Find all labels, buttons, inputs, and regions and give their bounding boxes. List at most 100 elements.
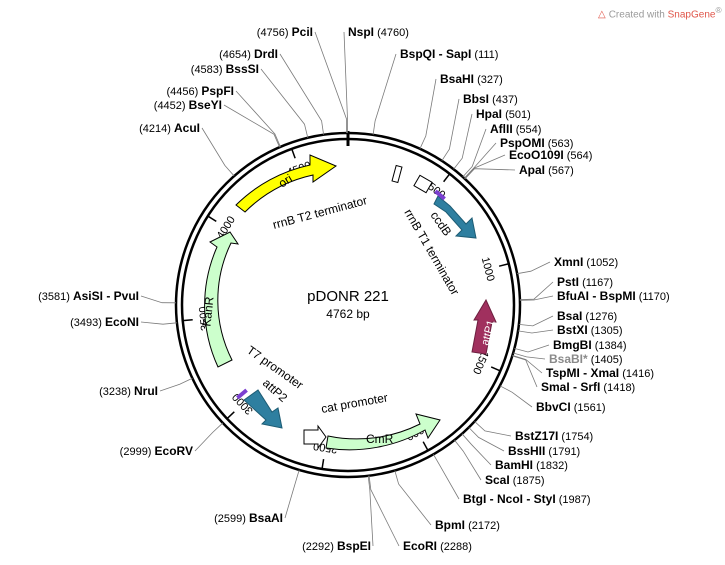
site-leader-line	[394, 470, 432, 526]
site-leader-line	[464, 168, 516, 180]
site-name: NruI	[134, 384, 158, 398]
site-name: BssHII	[508, 444, 545, 458]
site-leader-line	[454, 439, 482, 481]
site-leader-line	[140, 295, 177, 304]
site-leader-line	[159, 377, 193, 392]
site-label: HpaI (501)	[476, 107, 531, 121]
site-leader-line	[194, 422, 224, 452]
site-label: AflII (554)	[490, 122, 541, 136]
site-leader-line	[468, 427, 505, 452]
site-position: (1418)	[603, 382, 635, 394]
site-position: (3581)	[38, 291, 70, 303]
site-name: BsaI	[557, 309, 582, 323]
site-leader-line	[464, 154, 506, 179]
tick-line	[443, 173, 451, 183]
site-label: ScaI (1875)	[485, 473, 545, 487]
tick-line	[226, 411, 235, 420]
site-leader-line	[518, 315, 554, 327]
site-leader-line	[519, 295, 554, 301]
site-leader-line	[441, 98, 460, 162]
site-position: (1052)	[586, 257, 618, 269]
site-position: (3238)	[99, 386, 131, 398]
site-leader-line	[519, 281, 554, 301]
backbone-inner-ring	[180, 137, 516, 473]
snapgene-watermark: △Created with SnapGene®	[598, 5, 722, 20]
site-position: (4654)	[219, 49, 251, 61]
site-leader-line	[372, 53, 397, 135]
site-label: EcoRI (2288)	[403, 539, 472, 553]
site-name: BsaHI	[440, 72, 474, 86]
site-name: BsaAI	[249, 511, 283, 525]
site-name: XmnI	[554, 255, 583, 269]
site-position: (1276)	[585, 311, 617, 323]
ccdb-arrow	[471, 298, 497, 355]
site-label: (4214) AcuI	[139, 121, 200, 135]
site-label: NspI (4760)	[348, 25, 409, 39]
site-name: ScaI	[485, 473, 510, 487]
site-label: BamHI (1832)	[495, 458, 568, 472]
watermark-brand: SnapGene	[667, 9, 716, 21]
site-name: PspFI	[201, 84, 234, 98]
watermark-prefix: Created with	[608, 9, 668, 21]
backbone-outer-ring	[174, 131, 522, 479]
site-position: (1754)	[561, 431, 593, 443]
site-position: (1987)	[559, 494, 591, 506]
site-name: DrdI	[254, 47, 278, 61]
site-position: (1416)	[622, 368, 654, 380]
site-leader-line	[517, 329, 554, 334]
site-label: EcoO109I (564)	[509, 148, 592, 162]
site-position: (4214)	[139, 123, 171, 135]
site-leader-line	[433, 454, 460, 500]
site-label: (4756) PciI	[257, 25, 313, 39]
plasmid-size: 4762 bp	[326, 307, 370, 321]
tick-line	[182, 318, 193, 322]
site-position: (554)	[516, 124, 542, 136]
site-position: (4456)	[166, 86, 198, 98]
attp2-site-mark	[236, 388, 248, 400]
site-name: AcuI	[174, 121, 200, 135]
cat-promoter-label: cat promoter	[320, 390, 389, 415]
site-label: XmnI (1052)	[554, 255, 618, 269]
site-position: (1405)	[591, 354, 623, 366]
site-label: ApaI (567)	[519, 163, 574, 177]
cmr-label: CmR	[366, 432, 394, 446]
site-position: (1875)	[513, 475, 545, 487]
site-position: (4760)	[377, 27, 409, 39]
site-position: (1832)	[536, 460, 568, 472]
site-leader-line	[512, 355, 538, 388]
site-leader-line	[343, 31, 348, 133]
site-position: (2172)	[468, 520, 500, 532]
site-position: (2599)	[214, 513, 246, 525]
tick-line	[498, 262, 509, 267]
site-name: BstXI	[557, 323, 588, 337]
site-leader-line	[284, 469, 300, 519]
site-leader-line	[368, 475, 400, 547]
site-name: BbsI	[463, 92, 489, 106]
kanr-arrow	[204, 231, 240, 368]
site-label: PstI (1167)	[557, 275, 613, 289]
site-name: NspI	[348, 25, 374, 39]
site-label: BsaBI* (1405)	[549, 352, 623, 366]
site-position: (501)	[505, 109, 531, 121]
site-label: BsaI (1276)	[557, 309, 617, 323]
site-leader-line	[419, 78, 437, 149]
site-label: BssHII (1791)	[508, 444, 580, 458]
site-leader-line	[517, 261, 551, 275]
site-leader-line	[279, 53, 324, 135]
site-leader-line	[499, 385, 533, 408]
site-position: (1561)	[574, 402, 606, 414]
tick-line	[321, 458, 325, 470]
site-name: TspMI - XmaI	[546, 366, 619, 380]
site-label: (2599) BsaAI	[214, 511, 283, 525]
site-position: (2288)	[440, 541, 472, 553]
site-position: (4583)	[191, 64, 223, 76]
site-name: AsiSI - PvuI	[73, 289, 139, 303]
site-label: (3581) AsiSI - PvuI	[38, 289, 139, 303]
site-name: BspQI - SapI	[400, 47, 471, 61]
site-leader-line	[474, 421, 512, 437]
site-position: (564)	[567, 150, 593, 162]
site-label: SmaI - SrfI (1418)	[541, 380, 635, 394]
cmr-arrow	[325, 413, 441, 451]
site-label: BpmI (2172)	[435, 518, 500, 532]
tick-line	[490, 366, 501, 372]
